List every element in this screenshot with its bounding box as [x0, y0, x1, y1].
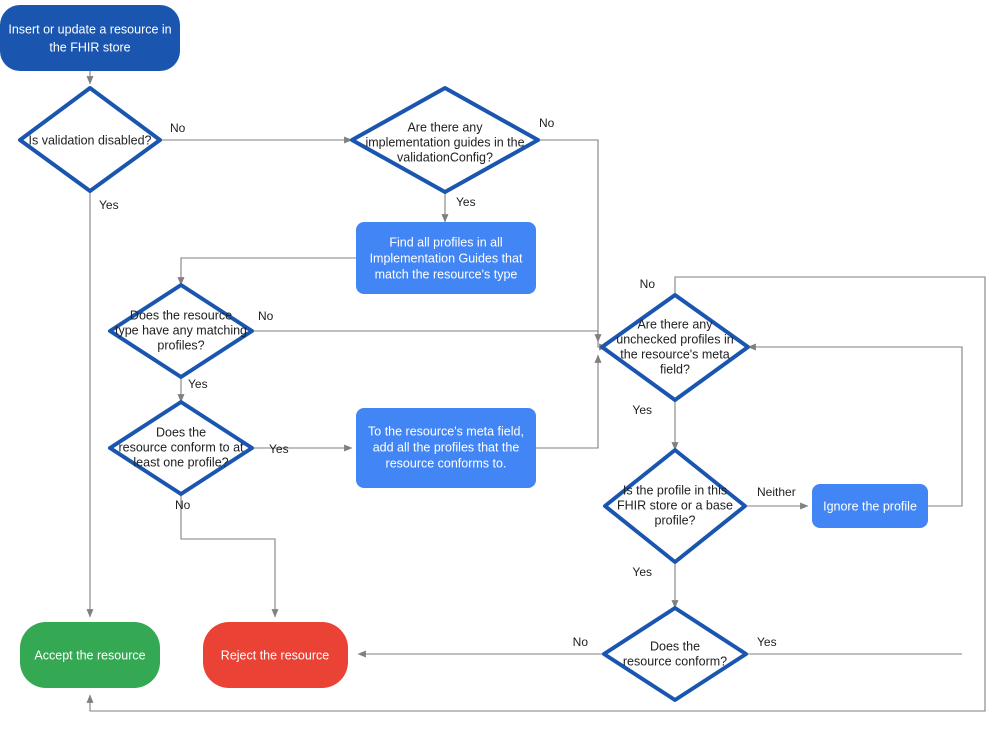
node-matching-line-1: Does the resource: [130, 308, 232, 322]
node-start-line-2: the FHIR store: [49, 40, 130, 54]
edge-label-conform-no: No: [573, 635, 589, 649]
node-unchecked-line-4: field?: [660, 362, 690, 376]
node-add-profiles-line-2: add all the profiles that the: [373, 440, 520, 454]
node-any-implementation-guides[interactable]: Are there any implementation guides in t…: [350, 86, 540, 194]
node-profile-check-line-3: profile?: [655, 513, 696, 527]
node-validation-disabled-line-1: Is validation disabled?: [29, 133, 152, 147]
edge-label-conform-one-no: No: [175, 498, 191, 512]
node-start-line-1: Insert or update a resource in: [8, 22, 171, 36]
edge-unchecked-no-to-accept: [86, 276, 986, 712]
edge-find-profiles-to-matching: [177, 257, 356, 286]
node-ignore-the-profile[interactable]: Ignore the profile: [812, 484, 928, 528]
node-conform-line-2: resource conform?: [623, 654, 727, 668]
node-add-profiles-line-1: To the resource's meta field,: [368, 424, 524, 438]
node-profile-check-line-1: Is the profile in this: [623, 483, 727, 497]
edge-conform-one-no-to-reject: [180, 494, 279, 618]
edge-matching-no-to-unchecked: [252, 330, 602, 343]
edge-label-conform-yes: Yes: [757, 635, 777, 649]
edge-label-unchecked-yes: Yes: [632, 403, 652, 417]
node-add-profiles-to-meta[interactable]: To the resource's meta field, add all th…: [356, 408, 536, 488]
edge-label-matching-no: No: [258, 309, 274, 323]
node-guides-line-2: implementation guides in the: [365, 135, 524, 149]
edge-add-profiles-to-unchecked: [536, 354, 602, 449]
nodes-group: Insert or update a resource in the FHIR …: [0, 5, 928, 702]
node-unchecked-line-2: unchecked profiles in: [616, 332, 733, 346]
node-matching-line-2: type have any matching: [115, 323, 247, 337]
edge-ignore-to-unchecked: [747, 343, 963, 507]
node-conform-one-line-3: least one profile?: [133, 455, 228, 469]
node-find-profiles-line-1: Find all profiles in all: [389, 235, 502, 249]
node-unchecked-line-1: Are there any: [637, 317, 713, 331]
edge-labels-group: No Yes No Yes No Yes Yes No No Yes Neith…: [99, 116, 796, 649]
node-validation-disabled[interactable]: Is validation disabled?: [18, 86, 162, 193]
edge-label-guides-yes: Yes: [456, 195, 476, 209]
edges-group: [86, 71, 986, 712]
edge-label-validation-yes: Yes: [99, 198, 119, 212]
edge-label-guides-no: No: [539, 116, 555, 130]
node-unchecked-profiles[interactable]: Are there any unchecked profiles in the …: [600, 293, 750, 402]
node-find-profiles-line-2: Implementation Guides that: [370, 251, 523, 265]
node-profile-in-store-or-base[interactable]: Is the profile in this FHIR store or a b…: [603, 448, 747, 564]
edge-label-profile-neither: Neither: [757, 485, 796, 499]
node-find-all-profiles[interactable]: Find all profiles in all Implementation …: [356, 222, 536, 294]
node-reject-line-1: Reject the resource: [221, 648, 329, 662]
edge-label-validation-no: No: [170, 121, 186, 135]
node-conform-one-line-1: Does the: [156, 425, 206, 439]
node-guides-line-3: validationConfig?: [397, 150, 493, 164]
node-matching-profiles[interactable]: Does the resource type have any matching…: [108, 283, 254, 379]
node-add-profiles-line-3: resource conforms to.: [386, 456, 507, 470]
node-unchecked-line-3: the resource's meta: [620, 347, 729, 361]
node-conform-one-line-2: resource conform to at: [118, 440, 244, 454]
node-conform-line-1: Does the: [650, 639, 700, 653]
node-matching-line-3: profiles?: [157, 338, 204, 352]
node-accept-the-resource[interactable]: Accept the resource: [20, 622, 160, 688]
node-ignore-line-1: Ignore the profile: [823, 499, 917, 513]
node-profile-check-line-2: FHIR store or a base: [617, 498, 733, 512]
node-find-profiles-line-3: match the resource's type: [375, 267, 518, 281]
node-guides-line-1: Are there any: [407, 120, 483, 134]
edge-label-matching-yes: Yes: [188, 377, 208, 391]
node-conform-at-least-one[interactable]: Does the resource conform to at least on…: [108, 400, 254, 496]
node-accept-line-1: Accept the resource: [34, 648, 145, 662]
edge-label-conform-one-yes: Yes: [269, 442, 289, 456]
node-does-resource-conform[interactable]: Does the resource conform?: [602, 606, 748, 702]
edge-label-unchecked-no: No: [640, 277, 656, 291]
edge-guides-no-to-unchecked: [538, 139, 608, 351]
edge-label-profile-yes: Yes: [632, 565, 652, 579]
node-reject-the-resource[interactable]: Reject the resource: [203, 622, 348, 688]
node-start[interactable]: Insert or update a resource in the FHIR …: [0, 5, 180, 71]
